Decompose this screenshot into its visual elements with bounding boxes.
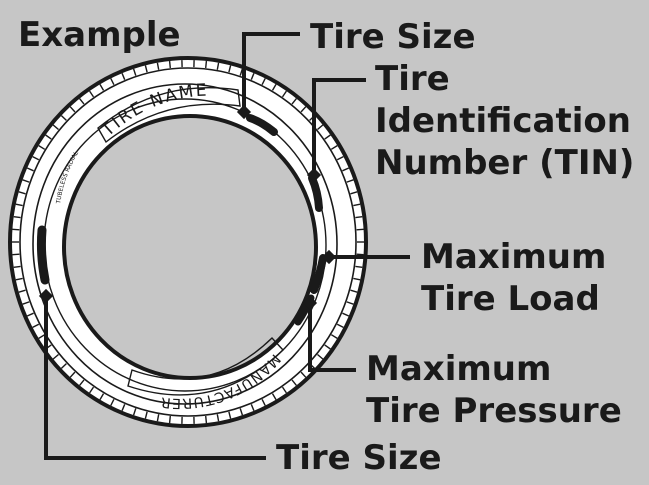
tread-mark xyxy=(357,254,364,255)
tread-mark xyxy=(170,61,171,68)
tread-mark xyxy=(14,266,21,267)
tread-mark xyxy=(355,266,362,267)
label-max-load-line1: Maximum xyxy=(421,236,606,278)
tread-mark xyxy=(170,416,171,423)
label-tin-line3: Number (TIN) xyxy=(375,142,634,184)
tread-mark xyxy=(355,217,362,218)
label-max-pressure-line2: Tire Pressure xyxy=(366,390,622,432)
label-tin-line2: Identification xyxy=(375,100,634,142)
label-max-pressure-line1: Maximum xyxy=(366,348,622,390)
label-tin-line1: Tire xyxy=(375,58,634,100)
tread-mark xyxy=(14,217,21,218)
tread-mark xyxy=(206,61,207,68)
label-tin: Tire Identification Number (TIN) xyxy=(375,58,634,184)
tread-mark xyxy=(12,254,19,255)
label-max-load: Maximum Tire Load xyxy=(421,236,606,320)
tread-mark xyxy=(357,229,364,230)
tread-mark xyxy=(206,416,207,423)
label-max-pressure: Maximum Tire Pressure xyxy=(366,348,622,432)
example-heading: Example xyxy=(18,14,181,56)
slot-tire-size-bottom xyxy=(41,230,45,280)
label-tire-size-top: Tire Size xyxy=(310,16,476,58)
rim-hole xyxy=(64,116,316,378)
label-max-load-line2: Tire Load xyxy=(421,278,606,320)
tread-mark xyxy=(12,229,19,230)
label-tire-size-bottom: Tire Size xyxy=(276,437,442,479)
